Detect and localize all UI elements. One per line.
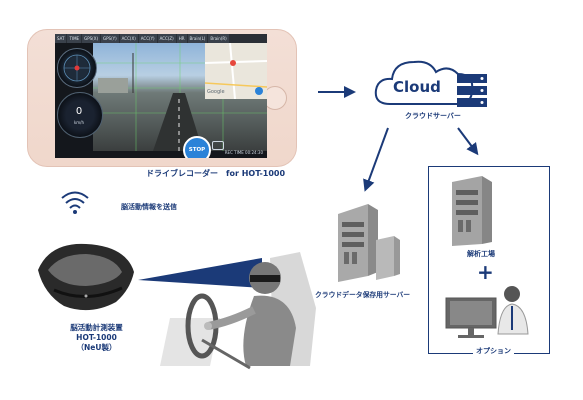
tab-brain-l[interactable]: Brain(L) <box>187 34 208 43</box>
speed-value: 0 <box>75 106 83 117</box>
tab-acc-x[interactable]: ACC(X) <box>119 34 138 43</box>
tab-hr[interactable]: HR <box>176 34 187 43</box>
signal-beam <box>138 258 262 288</box>
compass-gauge <box>57 48 97 88</box>
arrow-cloud-to-option <box>457 127 479 156</box>
data-tab-bar: SAT TIME GPS(X) GPS(Y) ACC(X) ACC(Y) ACC… <box>55 34 267 43</box>
tab-gps-x[interactable]: GPS(X) <box>82 34 101 43</box>
analyst-workstation-icon <box>445 286 529 338</box>
cloud-title: Cloud <box>393 78 441 96</box>
headband-device-icon <box>38 243 134 311</box>
tab-acc-y[interactable]: ACC(Y) <box>138 34 157 43</box>
map-brand: Google <box>207 89 225 95</box>
compass-icon <box>63 54 91 82</box>
locate-button-icon <box>255 87 263 95</box>
storage-server-icon <box>338 204 400 282</box>
driver-illustration <box>160 252 316 370</box>
analysis-factory-label: 解析工場 <box>467 250 495 258</box>
phone-caption: ドライブレコーダー for HOT-1000 <box>146 169 286 178</box>
cloud-server-label: クラウドサーバー <box>405 112 461 120</box>
recording-status: REC TIME 00:24:30 <box>224 150 263 155</box>
tab-acc-z[interactable]: ACC(Z) <box>157 34 176 43</box>
wireless-signal-icon <box>61 191 89 209</box>
analysis-factory-icon <box>452 176 492 246</box>
speed-unit: km/h <box>73 120 85 125</box>
tab-sat[interactable]: SAT <box>55 34 67 43</box>
storage-server-label: クラウドデータ保存用サーバー <box>315 291 411 299</box>
map-streets <box>204 42 267 100</box>
option-label: オプション <box>473 346 514 356</box>
arrow-cloud-to-storage <box>363 127 389 192</box>
plus-sign: + <box>477 260 494 284</box>
device-model: HOT-1000 <box>76 333 117 342</box>
analyst-head-icon <box>504 286 520 302</box>
stop-button[interactable]: STOP <box>183 136 211 158</box>
speedometer-gauge <box>57 92 103 138</box>
device-name: 脳活動計測装置 <box>70 323 123 332</box>
server-rack-icon <box>457 74 487 107</box>
drive-recorder-screen: SAT TIME GPS(X) GPS(Y) ACC(X) ACC(Y) ACC… <box>55 34 267 158</box>
tab-time[interactable]: TIME <box>67 34 82 43</box>
camera-icon[interactable] <box>212 141 224 150</box>
device-maker: （NeU製） <box>76 343 117 352</box>
brain-info-label: 脳活動情報を送信 <box>121 203 177 211</box>
map-view[interactable] <box>204 42 267 100</box>
tab-brain-r[interactable]: Brain(R) <box>208 34 229 43</box>
location-pin-icon <box>230 60 236 66</box>
device-caption: 脳活動計測装置 HOT-1000 （NeU製） <box>49 323 144 353</box>
tab-gps-y[interactable]: GPS(Y) <box>101 34 119 43</box>
